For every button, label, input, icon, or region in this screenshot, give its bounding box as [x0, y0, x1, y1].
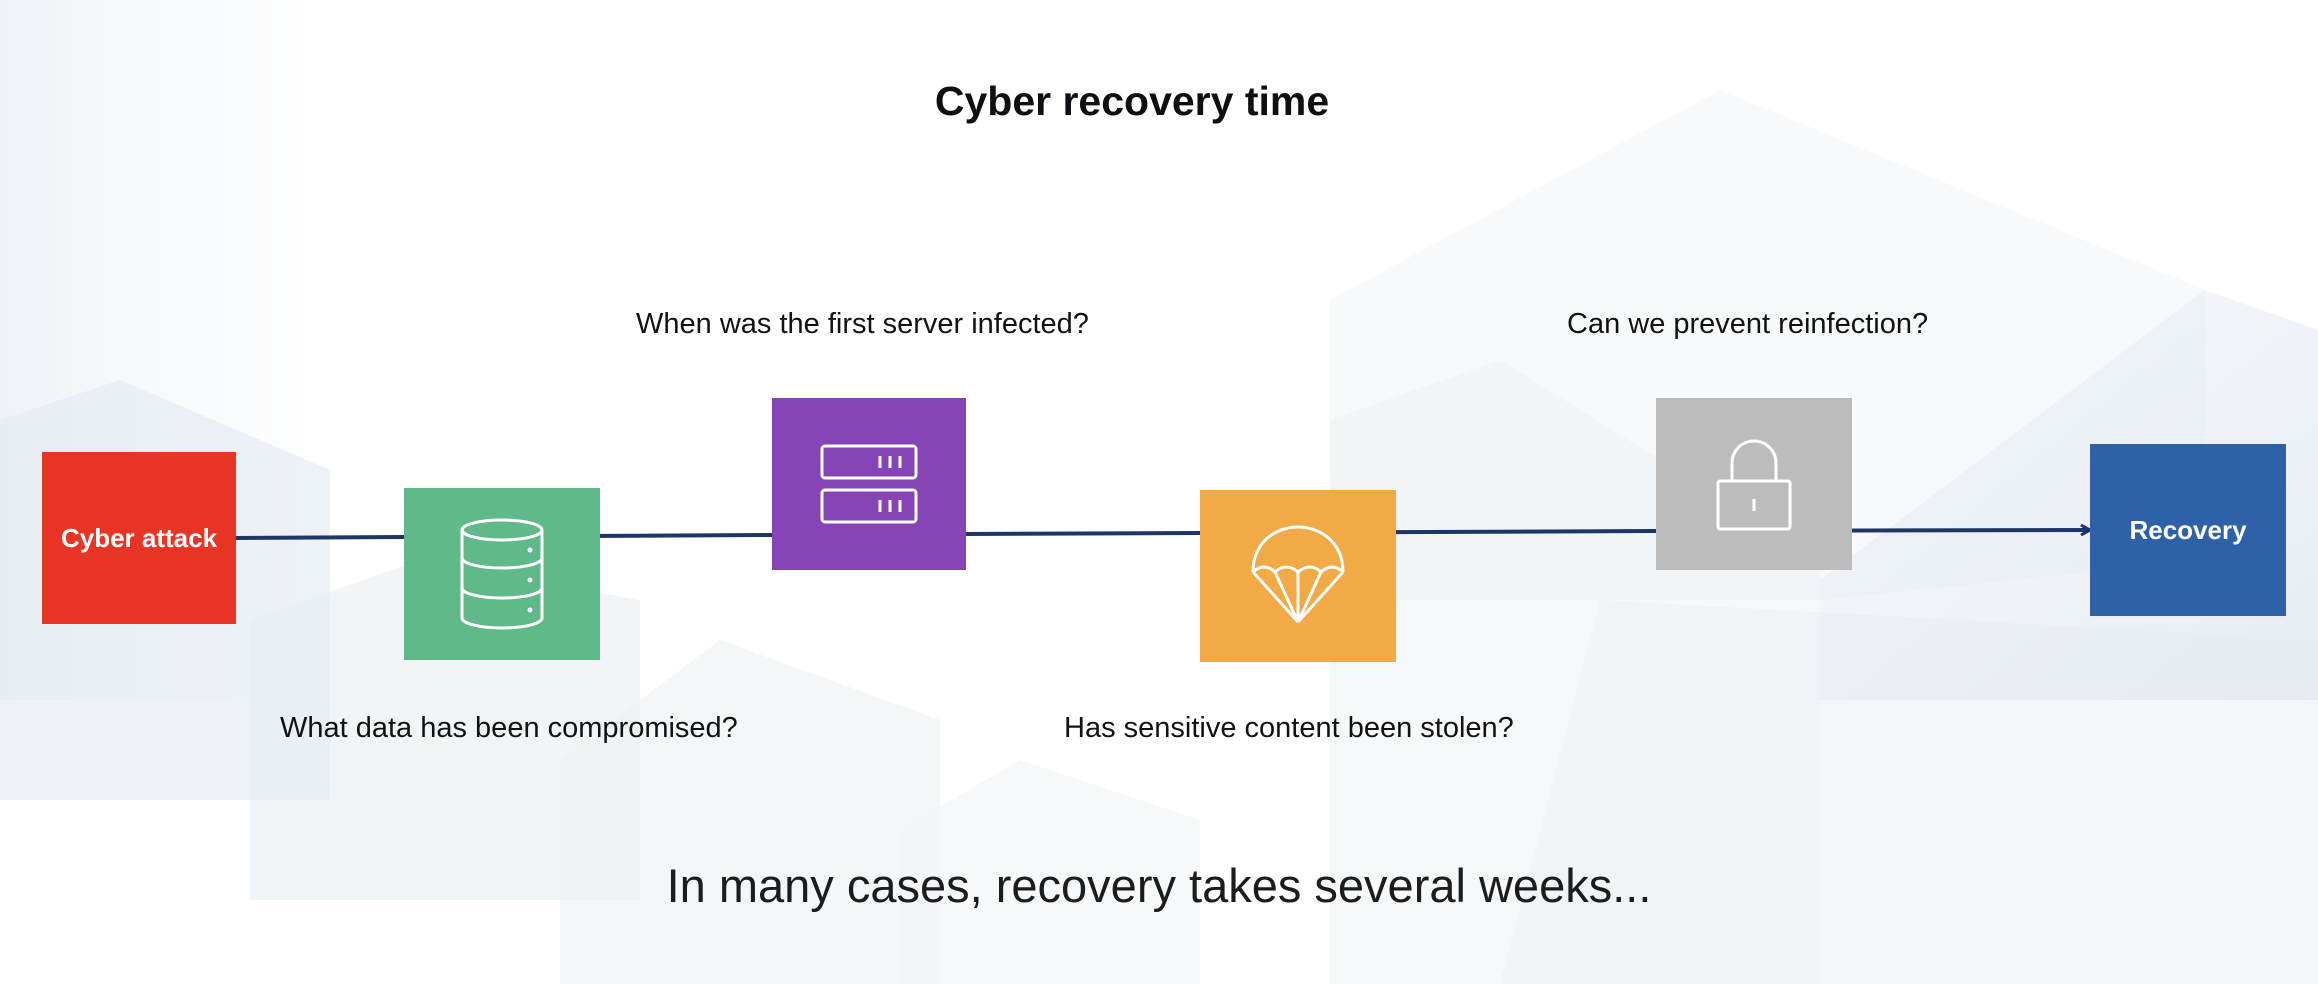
diagram-title: Cyber recovery time	[934, 78, 1330, 124]
recovery-box: Recovery	[2090, 444, 2286, 616]
recovery-label: Recovery	[2129, 514, 2247, 545]
server-box	[772, 398, 966, 570]
question-server: When was the first server infected?	[636, 308, 1089, 340]
content-box	[1200, 490, 1396, 662]
server-icon	[820, 444, 918, 524]
lock-icon	[1714, 437, 1794, 531]
cyber-attack-label: Cyber attack	[60, 522, 218, 553]
question-reinfection: Can we prevent reinfection?	[1567, 308, 1929, 340]
reinfection-box	[1656, 398, 1852, 570]
parachute-icon	[1250, 524, 1346, 628]
database-icon	[458, 518, 546, 630]
question-content: Has sensitive content been stolen?	[1064, 712, 1514, 744]
data-box	[404, 488, 600, 660]
question-data: What data has been compromised?	[280, 712, 738, 744]
tagline: In many cases, recovery takes several we…	[666, 859, 1652, 912]
cyber-attack-box: Cyber attack	[42, 452, 236, 624]
